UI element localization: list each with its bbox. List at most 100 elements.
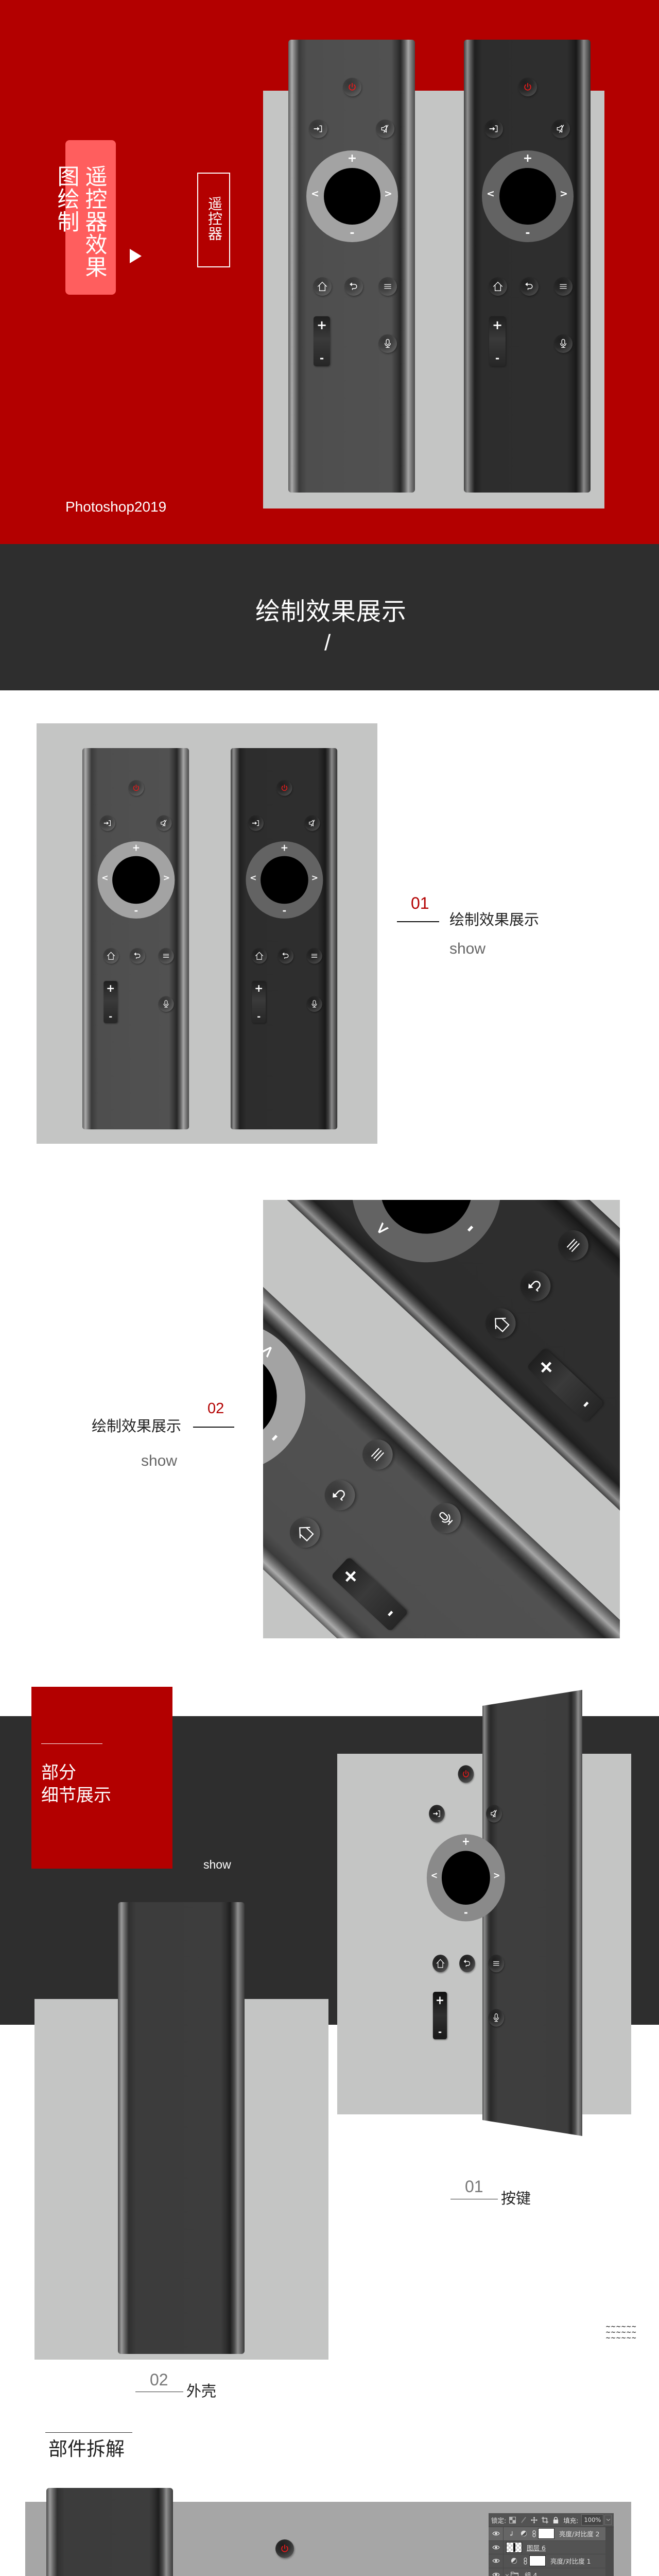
visibility-eye-icon[interactable] <box>489 2540 504 2554</box>
home-button[interactable] <box>251 948 267 964</box>
mute-button[interactable] <box>551 120 570 138</box>
input-source-button[interactable] <box>309 120 327 138</box>
dpad-down[interactable]: - <box>460 1218 481 1239</box>
dpad-up[interactable]: + <box>280 842 289 854</box>
ok-button[interactable] <box>261 856 308 904</box>
volume-up[interactable]: + <box>435 1993 445 2007</box>
home-button[interactable] <box>479 1302 522 1345</box>
dpad-right[interactable]: > <box>560 188 568 199</box>
power-button[interactable] <box>128 780 144 796</box>
dpad-ring[interactable]: + < > - <box>321 1200 532 1294</box>
dpad-left[interactable]: < <box>371 1217 394 1241</box>
home-button[interactable] <box>489 277 507 296</box>
input-source-button[interactable] <box>484 120 503 138</box>
volume-down[interactable]: - <box>438 2025 442 2038</box>
input-source-button[interactable] <box>429 1805 445 1823</box>
voice-button[interactable] <box>488 2009 505 2027</box>
dpad-ring[interactable]: + < > - <box>306 150 398 242</box>
home-button[interactable] <box>313 277 332 296</box>
dpad-down[interactable]: - <box>282 905 287 917</box>
layer-row[interactable]: 亮度/对比度 2 <box>489 2527 605 2541</box>
back-button[interactable] <box>514 1264 557 1308</box>
visibility-eye-icon[interactable] <box>489 2554 504 2568</box>
mute-button[interactable] <box>486 1805 502 1823</box>
menu-button[interactable] <box>158 948 174 964</box>
menu-button[interactable] <box>378 277 397 296</box>
volume-rocker[interactable]: + - <box>252 981 266 1023</box>
voice-button[interactable] <box>378 334 397 353</box>
layer-row[interactable]: 亮度/对比度 1 <box>489 2554 605 2568</box>
power-button[interactable] <box>275 2539 294 2558</box>
menu-button[interactable] <box>306 948 322 964</box>
ok-button[interactable] <box>112 856 160 904</box>
menu-button[interactable] <box>488 1954 505 1973</box>
ok-button[interactable] <box>441 1851 490 1905</box>
back-button[interactable] <box>344 277 363 296</box>
volume-down[interactable]: - <box>495 352 500 364</box>
fill-dropdown[interactable] <box>604 2515 612 2525</box>
input-source-button[interactable] <box>248 815 264 831</box>
power-button[interactable] <box>458 1765 474 1783</box>
dpad-right[interactable]: > <box>263 1340 279 1362</box>
volume-up[interactable]: + <box>531 1352 561 1381</box>
voice-button[interactable] <box>158 996 174 1012</box>
dpad-left[interactable]: < <box>311 188 319 199</box>
dpad-right[interactable]: > <box>493 1870 500 1881</box>
home-button[interactable] <box>432 1954 448 1973</box>
dpad-down[interactable]: - <box>463 1906 468 1919</box>
lock-all-icon[interactable] <box>552 2517 559 2523</box>
power-button[interactable] <box>343 78 361 96</box>
dpad-ring[interactable]: + < > - <box>263 1291 337 1503</box>
back-button[interactable] <box>459 1954 475 1973</box>
menu-button[interactable] <box>551 1224 595 1267</box>
volume-rocker[interactable]: + - <box>103 981 118 1023</box>
volume-down[interactable]: - <box>319 352 324 364</box>
dpad-down[interactable]: - <box>350 227 355 240</box>
volume-rocker[interactable]: + - <box>314 316 330 366</box>
dpad-left[interactable]: < <box>250 873 257 883</box>
volume-rocker[interactable]: + - <box>432 1992 447 2040</box>
dpad-up[interactable]: + <box>523 152 533 165</box>
volume-up[interactable]: + <box>316 318 327 332</box>
volume-rocker[interactable]: + - <box>526 1347 604 1423</box>
volume-up[interactable]: + <box>254 982 264 995</box>
power-button[interactable] <box>276 780 292 796</box>
fill-input[interactable]: 100% <box>581 2514 604 2526</box>
input-source-button[interactable] <box>99 815 115 831</box>
dpad-down[interactable]: - <box>264 1428 285 1448</box>
layer-row[interactable]: 图层 6 <box>489 2540 605 2555</box>
menu-button[interactable] <box>554 277 573 296</box>
back-button[interactable] <box>278 948 294 964</box>
back-button[interactable] <box>129 948 146 964</box>
layers-scrollbar[interactable] <box>605 2527 614 2576</box>
lock-artboard-icon[interactable] <box>542 2517 548 2523</box>
lock-image-pixels-icon[interactable] <box>520 2517 527 2523</box>
back-button[interactable] <box>318 1473 361 1517</box>
chevron-down-icon[interactable] <box>505 2572 509 2576</box>
dpad-right[interactable]: > <box>384 188 392 199</box>
voice-button[interactable] <box>554 334 573 353</box>
volume-up[interactable]: + <box>492 318 503 332</box>
ok-button[interactable] <box>324 168 380 225</box>
ok-button[interactable] <box>499 168 556 225</box>
volume-rocker[interactable]: + - <box>331 1556 409 1632</box>
layer-group-row[interactable]: 组 4 <box>489 2568 605 2576</box>
lock-transparent-pixels-icon[interactable] <box>509 2517 516 2523</box>
dpad-left[interactable]: < <box>430 1870 438 1881</box>
dpad-down[interactable]: - <box>525 227 530 240</box>
home-button[interactable] <box>103 948 119 964</box>
mute-button[interactable] <box>304 815 320 831</box>
dpad-right[interactable]: > <box>311 873 319 883</box>
home-button[interactable] <box>283 1511 326 1554</box>
dpad-left[interactable]: < <box>487 188 495 199</box>
mute-button[interactable] <box>376 120 394 138</box>
menu-button[interactable] <box>356 1433 399 1476</box>
dpad-ring[interactable]: + < > - <box>482 150 574 242</box>
power-button[interactable] <box>518 78 537 96</box>
volume-down[interactable]: - <box>109 1011 113 1022</box>
volume-down[interactable]: - <box>575 1394 595 1413</box>
dpad-left[interactable]: < <box>101 873 109 883</box>
back-button[interactable] <box>520 277 539 296</box>
dpad-up[interactable]: + <box>132 842 141 854</box>
dpad-up[interactable]: + <box>462 1836 470 1848</box>
